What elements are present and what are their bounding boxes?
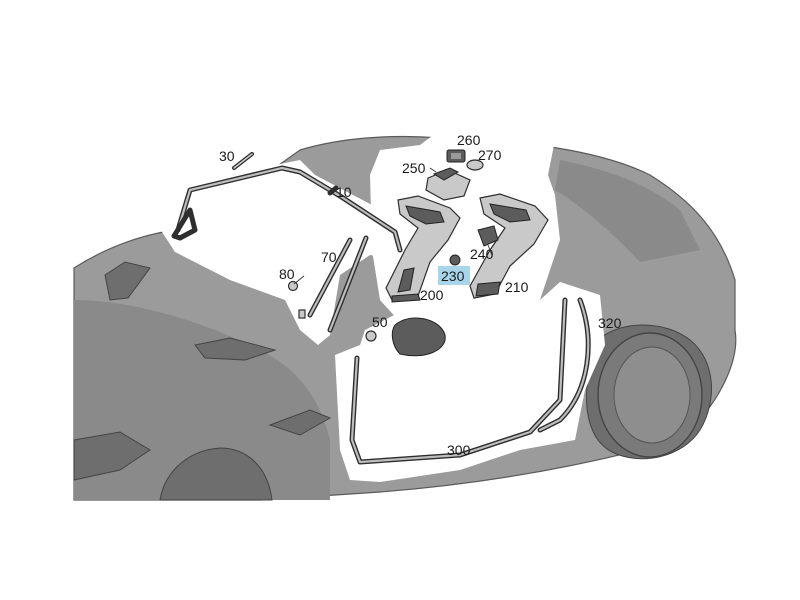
callout-50: 50 xyxy=(372,314,388,330)
side-mirror xyxy=(391,317,446,357)
part-240-bracket xyxy=(477,225,499,247)
callout-320: 320 xyxy=(598,315,622,331)
part-30-rod xyxy=(232,152,254,170)
callout-30: 30 xyxy=(219,148,235,164)
callout-70: 70 xyxy=(321,249,337,265)
callout-210: 210 xyxy=(505,279,529,295)
part-200-pillar-trim xyxy=(385,195,461,303)
callout-labels: 30 10 80 70 260 270 250 240 230 200 210 … xyxy=(219,132,622,458)
part-50-screw xyxy=(365,330,377,342)
part-270-cap xyxy=(466,159,484,171)
callout-80: 80 xyxy=(279,266,295,282)
callout-10: 10 xyxy=(336,184,352,200)
part-320-seal-strip xyxy=(537,297,591,433)
callout-240: 240 xyxy=(470,246,494,262)
part-210-pillar-trim xyxy=(469,193,549,299)
part-260-switch xyxy=(446,149,466,163)
part-250-housing xyxy=(425,167,471,201)
part-230-clip xyxy=(449,254,461,266)
callout-300: 300 xyxy=(447,442,471,458)
part-80-clip xyxy=(287,280,306,319)
callout-250: 250 xyxy=(402,160,426,176)
callout-270: 270 xyxy=(478,147,502,163)
callout-230: 230 xyxy=(441,268,465,284)
callout-260: 260 xyxy=(457,132,481,148)
part-300-door-seal xyxy=(349,297,568,465)
part-70-strip xyxy=(307,235,369,333)
callout-200: 200 xyxy=(420,287,444,303)
part-10-windshield-seal xyxy=(171,165,403,253)
leader-lines xyxy=(293,167,493,285)
callout-230-highlight xyxy=(438,266,470,285)
